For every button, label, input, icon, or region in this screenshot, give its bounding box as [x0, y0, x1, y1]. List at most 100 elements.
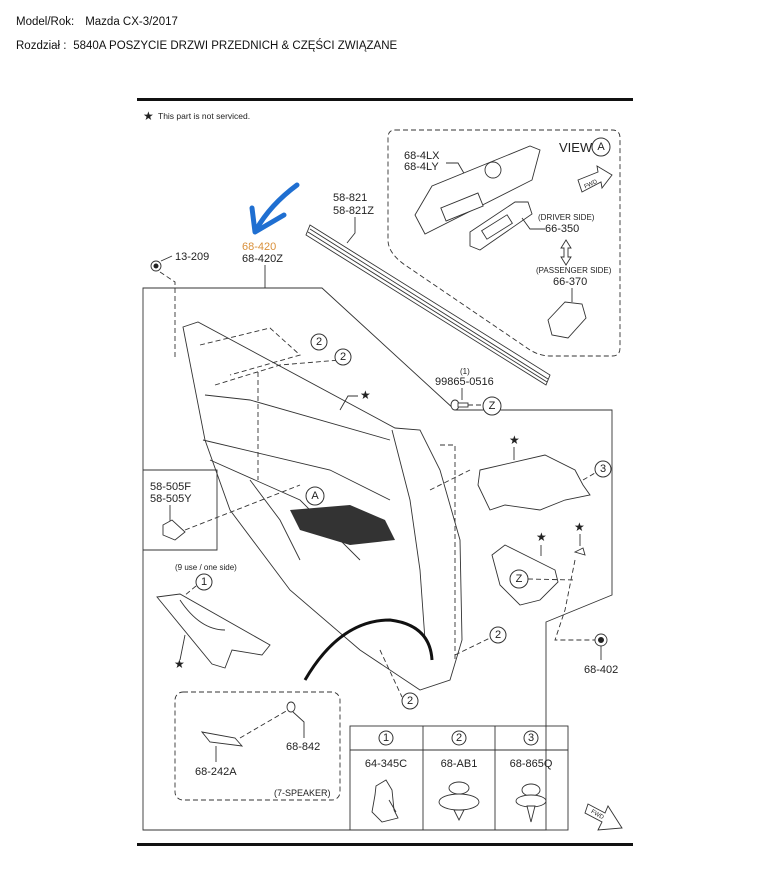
model-label: Model/Rok: — [16, 16, 75, 28]
part-number: 68-842 — [286, 741, 320, 753]
speaker-part-icon — [286, 701, 296, 713]
arrow-shaft — [253, 182, 300, 233]
svg-text:2: 2 — [407, 695, 413, 707]
fwd-arrow-icon: FWD — [577, 165, 613, 193]
star-icon: ★ — [174, 657, 185, 671]
svg-text:1: 1 — [383, 732, 389, 744]
callout-z: Z — [482, 396, 502, 416]
view-a-box: VIEW A FWD 68-4LX 68-4LY (DRIVER SIDE) 6… — [387, 129, 621, 357]
fastener-table: 1 2 3 64-345C 68-AB1 68-865Q — [349, 725, 569, 831]
part-number: 99865-0516 — [435, 376, 494, 388]
bracket-3: ★ 3 — [477, 433, 612, 511]
part-number: 68-4LY — [404, 161, 439, 173]
clip-64-345c-icon — [371, 779, 399, 823]
table-part-number: 64-345C — [365, 758, 407, 770]
star-icon: ★ — [574, 520, 585, 534]
legend-note: This part is not serviced. — [158, 111, 250, 121]
star-icon: ★ — [360, 388, 371, 402]
annotation-arrow — [249, 182, 300, 235]
view-a-outline — [387, 129, 621, 357]
bracket-piece — [477, 454, 591, 511]
speaker-note: (7-SPEAKER) — [274, 788, 331, 798]
driver-side-label: (DRIVER SIDE) — [538, 213, 595, 222]
cover-icon — [162, 519, 186, 541]
screw-small-icon — [573, 547, 586, 556]
lower-trim: (9 use / one side) 1 ★ — [156, 563, 271, 671]
speaker-grille-piece — [200, 731, 244, 747]
svg-text:2: 2 — [316, 336, 322, 348]
legend: ★ This part is not serviced. — [143, 109, 250, 123]
model-row: Model/Rok: Mazda CX-3/2017 — [16, 16, 178, 28]
inner-handle: ★ Z ★ — [491, 520, 595, 641]
assembly-outline — [142, 287, 613, 831]
view-label: VIEW — [559, 140, 593, 155]
fastener-table-border — [349, 725, 569, 831]
model-value: Mazda CX-3/2017 — [85, 16, 178, 28]
push-pin-68-ab1-icon — [438, 781, 480, 822]
part-number-highlighted: 68-420 — [242, 241, 276, 253]
fwd-arrow-icon-bottom: FWD — [584, 803, 623, 831]
svg-text:A: A — [311, 490, 319, 502]
speaker-box: 68-842 68-242A (7-SPEAKER) — [174, 691, 341, 801]
svg-text:2: 2 — [495, 629, 501, 641]
part-number: 68-420Z — [242, 253, 283, 265]
callout-a-panel: A — [305, 486, 325, 506]
wire-cable — [303, 618, 434, 681]
svg-text:2: 2 — [456, 732, 462, 744]
switch-pocket — [290, 505, 395, 545]
trim-label: 68-420 68-420Z — [242, 241, 283, 288]
section-label: Rozdział : — [16, 40, 67, 52]
callout-z: Z — [509, 569, 529, 589]
part-number: 58-821Z — [333, 205, 374, 217]
callout-2: 2 — [334, 348, 352, 366]
part-number: 68-242A — [195, 766, 237, 778]
frame-bottom-bar — [137, 843, 633, 846]
star-icon: ★ — [143, 109, 154, 123]
svg-text:2: 2 — [340, 351, 346, 363]
speaker-box-outline — [174, 691, 341, 801]
passenger-switch — [547, 301, 587, 339]
part-number: 68-402 — [584, 664, 618, 676]
trim-panel-body — [182, 321, 463, 691]
part-number: 58-821 — [333, 192, 367, 204]
callout-a: A — [591, 137, 611, 157]
part-number: 58-505F — [150, 481, 191, 493]
section-row: Rozdział : 5840A POSZYCIE DRZWI PRZEDNIC… — [16, 40, 397, 52]
part-number: 58-505Y — [150, 493, 192, 505]
callout-2: 2 — [401, 692, 419, 710]
callout-3: 3 — [594, 460, 612, 478]
clip-68-402: 68-402 — [584, 633, 618, 676]
clip-13-209: 13-209 — [150, 251, 209, 360]
double-arrow-icon — [560, 239, 572, 266]
svg-text:FWD: FWD — [584, 179, 600, 190]
passenger-side-label: (PASSENGER SIDE) — [536, 266, 612, 275]
svg-text:3: 3 — [600, 463, 606, 475]
door-trim-panel — [182, 321, 471, 691]
callout-1: 1 — [195, 573, 213, 591]
part-number: 66-350 — [545, 223, 579, 235]
table-ref-2: 2 — [451, 730, 467, 746]
svg-text:1: 1 — [201, 576, 207, 588]
screw: (1) 99865-0516 Z — [435, 367, 502, 416]
arrow-head — [249, 205, 287, 235]
weatherstrip: 58-821 58-821Z — [305, 192, 551, 386]
part-number: 68-4LX — [404, 150, 440, 162]
table-part-number: 68-AB1 — [441, 758, 478, 770]
callout-2: 2 — [310, 333, 328, 351]
table-part-number: 68-865Q — [510, 758, 553, 770]
svg-text:3: 3 — [528, 732, 534, 744]
usage-note: (9 use / one side) — [175, 563, 237, 572]
push-pin-68-865q-icon — [515, 783, 547, 823]
star-icon: ★ — [509, 433, 520, 447]
frame-top-bar — [137, 98, 633, 101]
svg-text:(1): (1) — [460, 367, 470, 376]
svg-text:Z: Z — [489, 400, 496, 412]
callout-2: 2 — [489, 626, 507, 644]
table-ref-3: 3 — [523, 730, 539, 746]
star-icon: ★ — [536, 530, 547, 544]
cover-58-505: 58-505F 58-505Y — [143, 469, 301, 551]
table-ref-1: 1 — [378, 730, 394, 746]
section-value: 5840A POSZYCIE DRZWI PRZEDNICH & CZĘŚCI … — [73, 40, 398, 52]
lower-trim-piece — [156, 593, 271, 669]
